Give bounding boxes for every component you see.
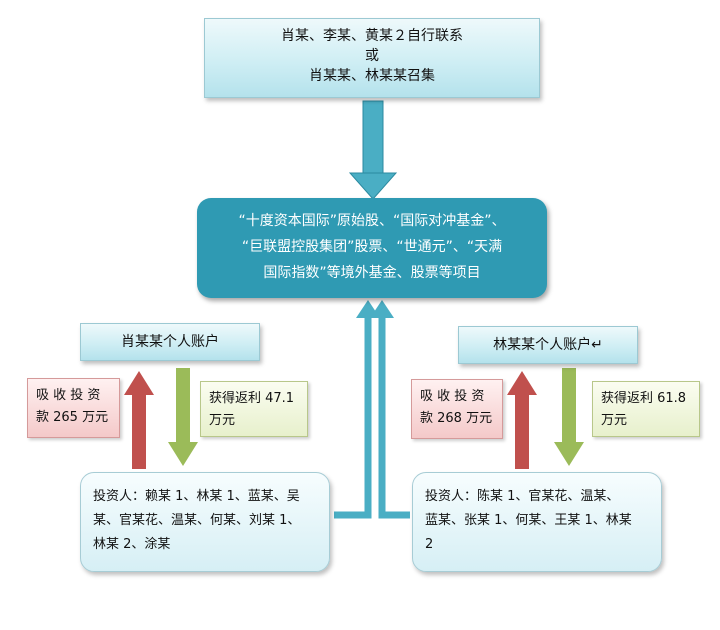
top-box: 肖某、李某、黄某２自行联系 或 肖某某、林某某召集	[204, 18, 540, 98]
right-absorb-line1: 吸 收 投 资	[420, 389, 485, 404]
down-arrow-top	[348, 100, 398, 200]
right-investors-box: 投资人：陈某 1、官某花、温某、 蓝某、张某 1、何某、王某 1、林某 2	[412, 472, 662, 572]
left-investors-line2: 某、官某花、温某、何某、刘某 1、	[93, 513, 301, 528]
center-box: “十度资本国际”原始股、“国际对冲基金”、 “巨联盟控股集团”股票、“世通元”、…	[197, 198, 547, 298]
right-rebate-box: 获得返利 61.8 万元	[592, 381, 700, 437]
top-box-line1: 肖某、李某、黄某２自行联系	[281, 28, 463, 44]
up-arrow-right	[378, 312, 410, 519]
center-box-line1: “十度资本国际”原始股、“国际对冲基金”、	[238, 213, 506, 229]
up-arrow-right-head	[370, 300, 394, 318]
left-investors-line3: 林某 2、涂某	[93, 537, 171, 552]
up-arrow-left	[334, 312, 372, 519]
right-rebate-line2: 万元	[601, 413, 628, 428]
center-box-line2: “巨联盟控股集团”股票、“世通元”、“天满	[241, 239, 503, 255]
left-rebate-line2: 万元	[209, 413, 236, 428]
left-absorb-box: 吸 收 投 资 款 265 万元	[27, 378, 120, 438]
right-absorb-line2: 款 268 万元	[420, 411, 493, 426]
right-investors-line3: 2	[425, 537, 434, 552]
green-down-arrow-right	[554, 368, 584, 466]
red-up-arrow-right	[507, 371, 537, 469]
red-up-arrow-left	[124, 371, 154, 469]
right-investors-line2: 蓝某、张某 1、何某、王某 1、林某	[425, 513, 632, 528]
left-investors-box: 投资人：赖某 1、林某 1、蓝某、吴 某、官某花、温某、何某、刘某 1、 林某 …	[80, 472, 330, 572]
left-account-box: 肖某某个人账户	[80, 323, 260, 361]
left-rebate-line1: 获得返利 47.1	[209, 391, 295, 406]
right-account-label: 林某某个人账户↵	[493, 337, 603, 353]
right-absorb-box: 吸 收 投 资 款 268 万元	[411, 379, 503, 439]
right-investors-line1: 投资人：陈某 1、官某花、温某、	[425, 489, 620, 504]
left-account-label: 肖某某个人账户	[121, 334, 219, 350]
right-account-box: 林某某个人账户↵	[458, 326, 638, 364]
top-box-line2: 或	[365, 48, 379, 64]
green-down-arrow-left	[168, 368, 198, 466]
left-absorb-line1: 吸 收 投 资	[36, 388, 101, 403]
top-box-line3: 肖某某、林某某召集	[309, 68, 435, 84]
left-absorb-line2: 款 265 万元	[36, 410, 109, 425]
right-rebate-line1: 获得返利 61.8	[601, 391, 687, 406]
center-box-line3: 国际指数”等境外基金、股票等项目	[263, 265, 481, 281]
left-rebate-box: 获得返利 47.1 万元	[200, 381, 308, 437]
left-investors-line1: 投资人：赖某 1、林某 1、蓝某、吴	[93, 489, 300, 504]
